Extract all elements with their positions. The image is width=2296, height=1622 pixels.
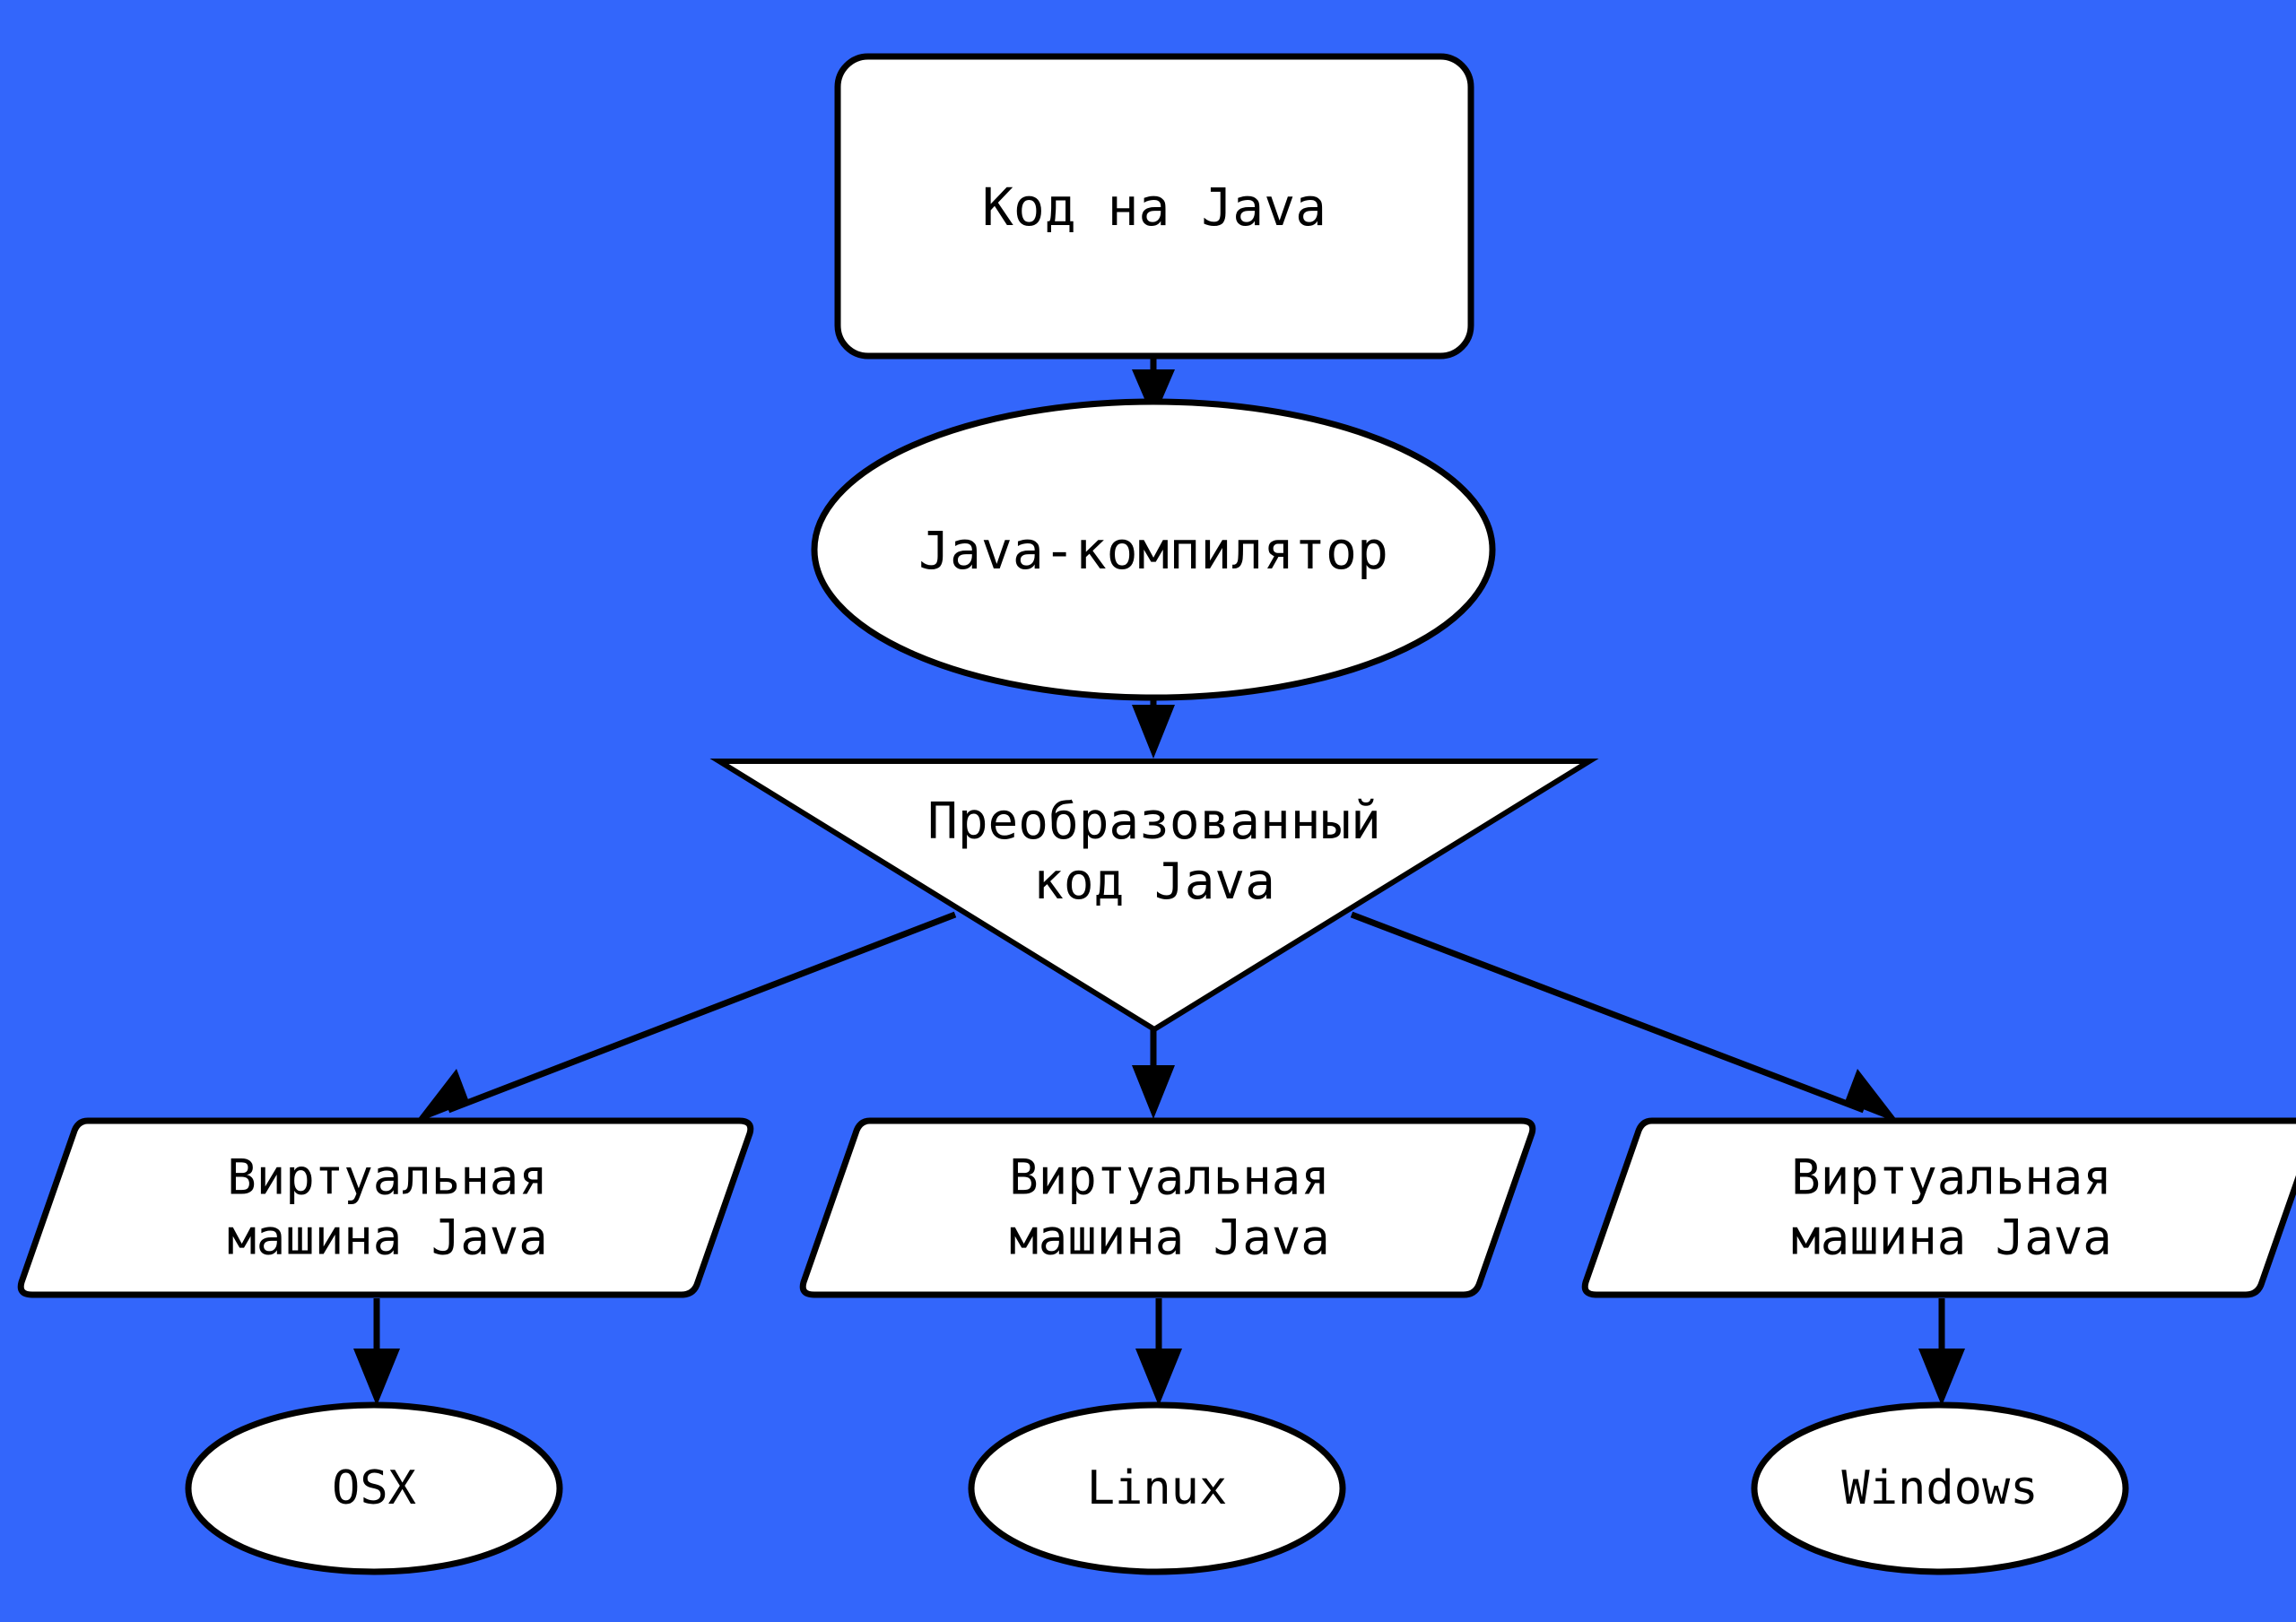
- node-os-osx[interactable]: OSX: [185, 1401, 563, 1575]
- node-os-linux[interactable]: Linux: [968, 1401, 1346, 1575]
- java-compiler-shape[interactable]: [811, 398, 1496, 701]
- source-code-shape[interactable]: [834, 53, 1474, 360]
- jvm-windows-shape[interactable]: [1581, 1117, 2296, 1298]
- edge-jvm-osx-to-os-osx: [353, 1298, 400, 1406]
- jvm-linux-label-line1: Виртуальная: [1009, 1149, 1330, 1206]
- edge-jvm-windows-to-os-windows: [1918, 1298, 1965, 1406]
- os-linux-shape[interactable]: [968, 1401, 1346, 1575]
- os-linux-label: Linux: [1087, 1462, 1228, 1515]
- edge-jvm-linux-to-os-linux: [1135, 1298, 1182, 1406]
- source-code-label: Код на Java: [982, 177, 1326, 238]
- os-osx-shape[interactable]: [185, 1401, 563, 1575]
- jvm-osx-label-line2: машина Java: [227, 1210, 548, 1266]
- jvm-osx-label-line1: Виртуальная: [227, 1149, 548, 1206]
- jvm-linux-label-line2: машина Java: [1009, 1210, 1330, 1266]
- node-source-code[interactable]: Код на Java: [834, 53, 1474, 360]
- os-osx-label: OSX: [332, 1462, 416, 1515]
- bytecode-shape[interactable]: [709, 759, 1599, 1033]
- os-windows-shape[interactable]: [1751, 1401, 2129, 1575]
- edge-bytecode-to-jvm-windows: [1350, 911, 1900, 1123]
- node-jvm-osx[interactable]: Виртуальная машина Java: [17, 1117, 754, 1298]
- node-jvm-windows[interactable]: Виртуальная машина Java: [1581, 1117, 2296, 1298]
- edge-source-to-compiler: [1132, 355, 1175, 420]
- edge-bytecode-to-jvm-osx: [414, 911, 957, 1123]
- node-jvm-linux[interactable]: Виртуальная машина Java: [799, 1117, 1536, 1298]
- java-compiler-label: Java-компилятор: [918, 520, 1388, 581]
- node-os-windows[interactable]: Windows: [1751, 1401, 2129, 1575]
- bytecode-label-line2: код Java: [1033, 853, 1275, 911]
- jvm-linux-shape[interactable]: [799, 1117, 1536, 1298]
- jvm-osx-shape[interactable]: [17, 1117, 754, 1298]
- jvm-windows-label-line1: Виртуальная: [1791, 1149, 2112, 1206]
- edge-bytecode-to-jvm-linux: [1132, 1027, 1175, 1119]
- node-bytecode[interactable]: Преобразованный код Java: [709, 759, 1599, 1033]
- os-windows-label: Windows: [1841, 1462, 2038, 1515]
- bytecode-label-line1: Преобразованный: [927, 793, 1381, 851]
- node-java-compiler[interactable]: Java-компилятор: [811, 398, 1496, 701]
- jvm-windows-label-line2: машина Java: [1791, 1210, 2112, 1266]
